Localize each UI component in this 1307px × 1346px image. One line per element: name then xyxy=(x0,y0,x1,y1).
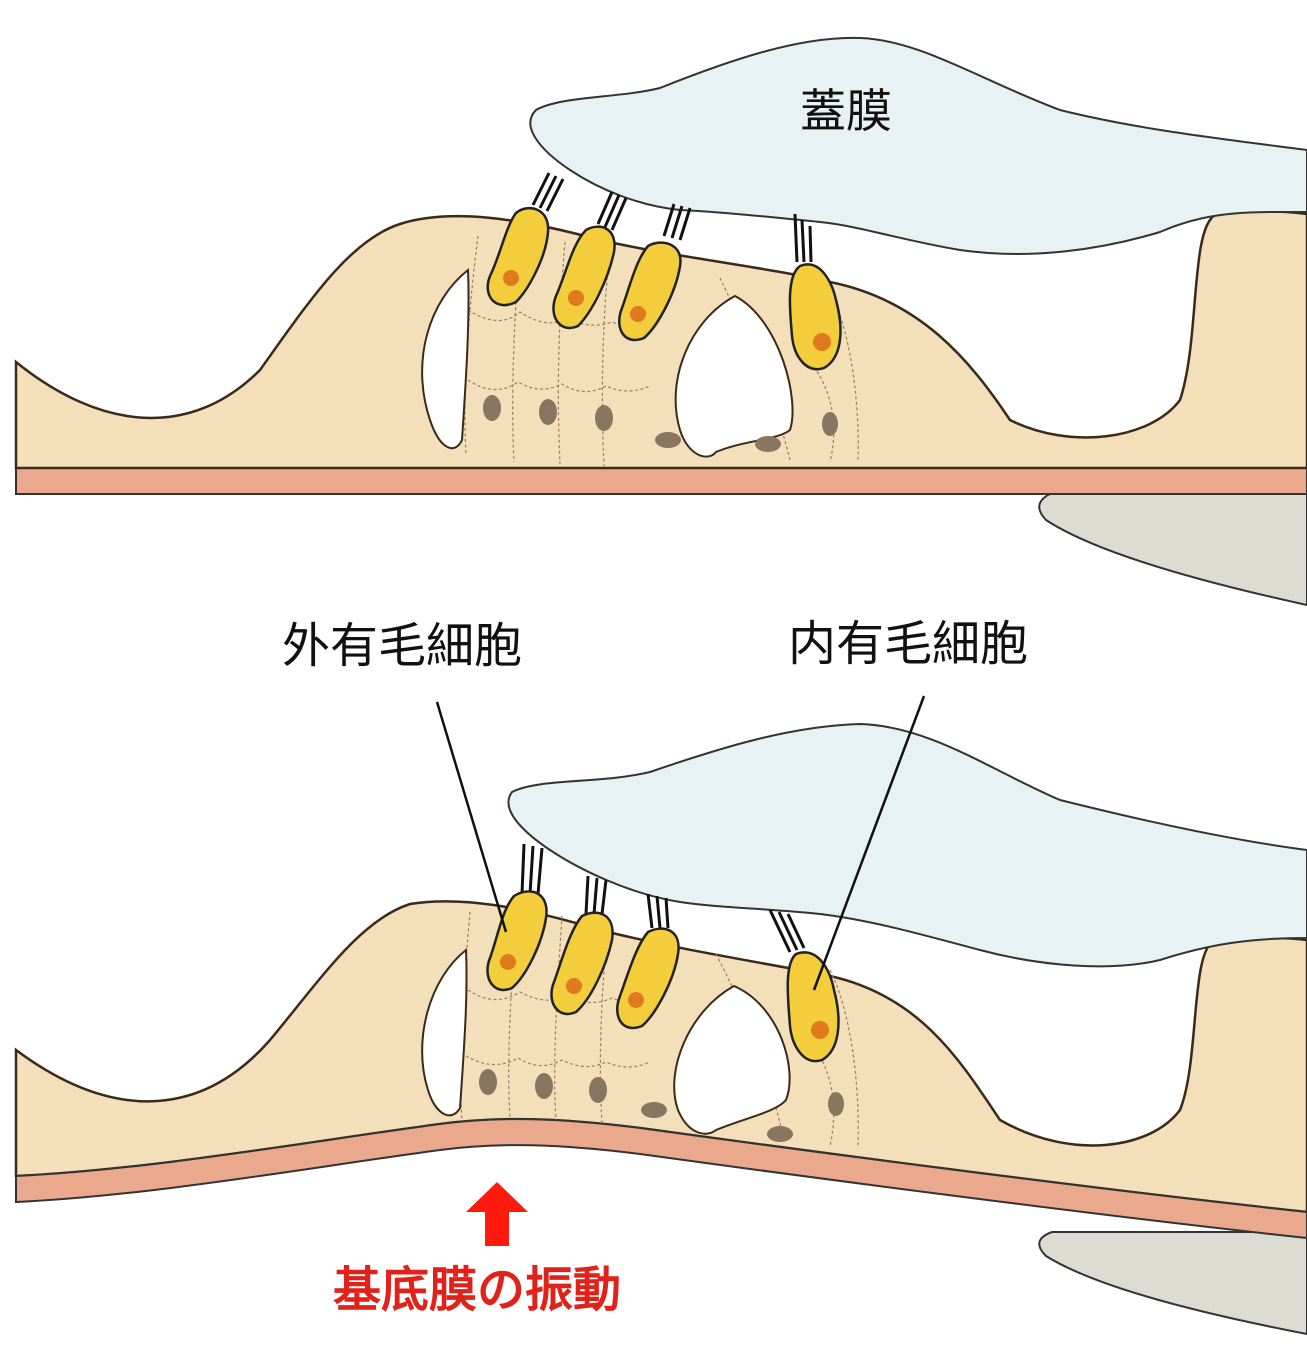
resting-organ-of-corti xyxy=(16,38,1307,605)
basilar-membrane-top xyxy=(16,468,1307,494)
vibrating-organ-of-corti xyxy=(16,696,1307,1334)
spiral-lamina-bottom xyxy=(1039,1232,1307,1334)
tectorial-membrane-label: 蓋膜 xyxy=(800,88,892,134)
outer-hair-cell-leader-line xyxy=(437,702,506,932)
vibration-arrow-icon xyxy=(466,1182,528,1246)
tectorial-membrane-bottom xyxy=(508,724,1307,966)
inner-hair-cell-top xyxy=(790,214,841,369)
basilar-membrane-vibration-caption: 基底膜の振動 xyxy=(333,1266,621,1314)
inner-hair-cell-label: 内有毛細胞 xyxy=(788,620,1028,668)
outer-hair-cells-label: 外有毛細胞 xyxy=(282,622,522,670)
spiral-lamina-top xyxy=(1039,493,1307,605)
tectorial-membrane-top xyxy=(530,38,1307,254)
